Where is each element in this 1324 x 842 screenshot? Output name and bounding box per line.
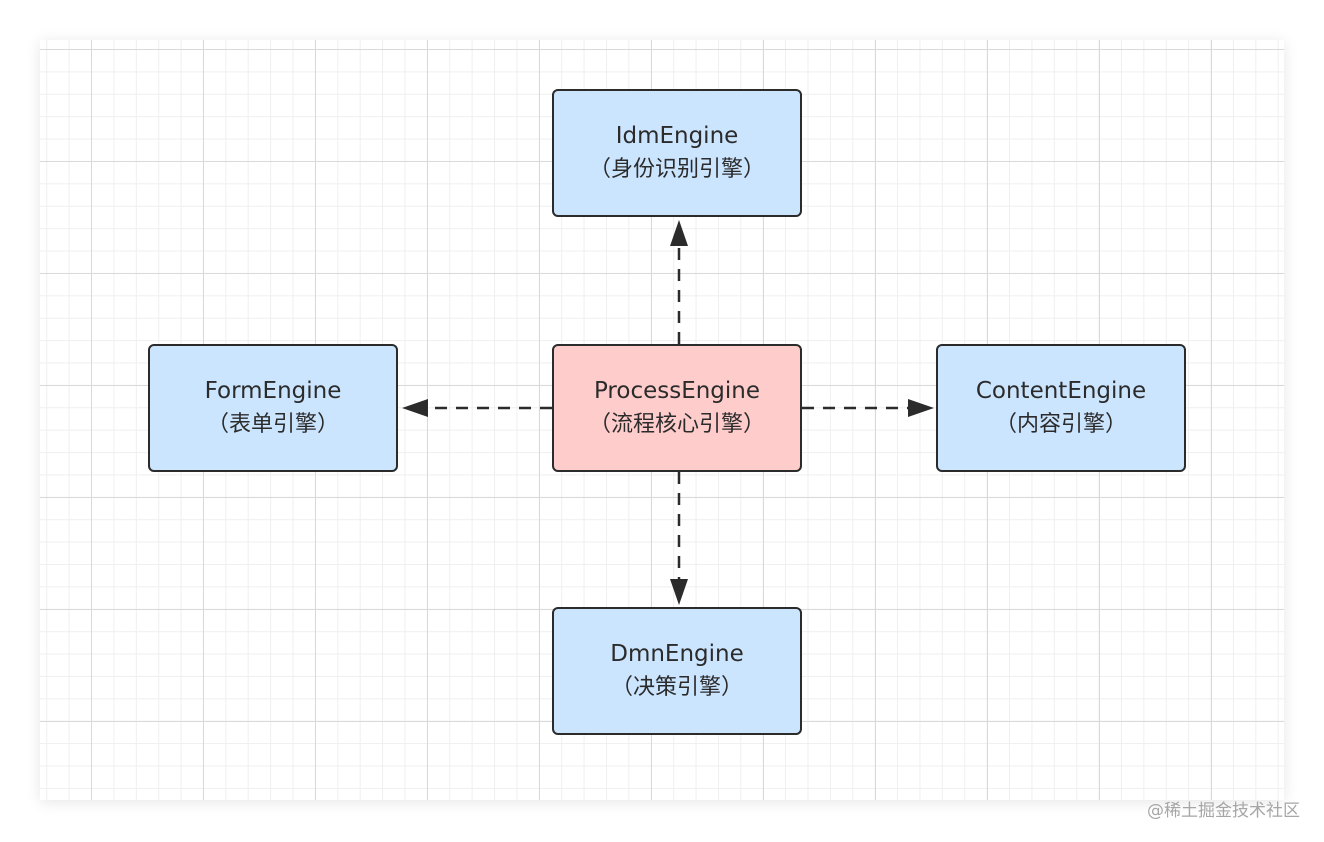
process-engine-node[interactable]: ProcessEngine （流程核心引擎） (552, 344, 802, 472)
arrowhead-form (402, 399, 428, 417)
form-engine-title: FormEngine (204, 378, 342, 404)
idm-engine-title: IdmEngine (615, 123, 739, 149)
dmn-engine-node[interactable]: DmnEngine （决策引擎） (552, 607, 802, 735)
idm-engine-subtitle: （身份识别引擎） (588, 157, 765, 182)
content-engine-node[interactable]: ContentEngine （内容引擎） (936, 344, 1186, 472)
form-engine-subtitle: （表单引擎） (206, 412, 339, 437)
arrowhead-idm (670, 220, 688, 246)
idm-engine-node[interactable]: IdmEngine （身份识别引擎） (552, 89, 802, 217)
content-engine-subtitle: （内容引擎） (994, 412, 1127, 437)
arrowhead-content (908, 399, 934, 417)
dmn-engine-subtitle: （决策引擎） (610, 675, 743, 700)
arrowhead-dmn (670, 579, 688, 605)
process-engine-title: ProcessEngine (593, 378, 761, 404)
watermark-text: @稀土掘金技术社区 (1147, 801, 1300, 821)
content-engine-title: ContentEngine (975, 378, 1147, 404)
form-engine-node[interactable]: FormEngine （表单引擎） (148, 344, 398, 472)
dmn-engine-title: DmnEngine (610, 641, 744, 667)
process-engine-subtitle: （流程核心引擎） (588, 412, 765, 437)
